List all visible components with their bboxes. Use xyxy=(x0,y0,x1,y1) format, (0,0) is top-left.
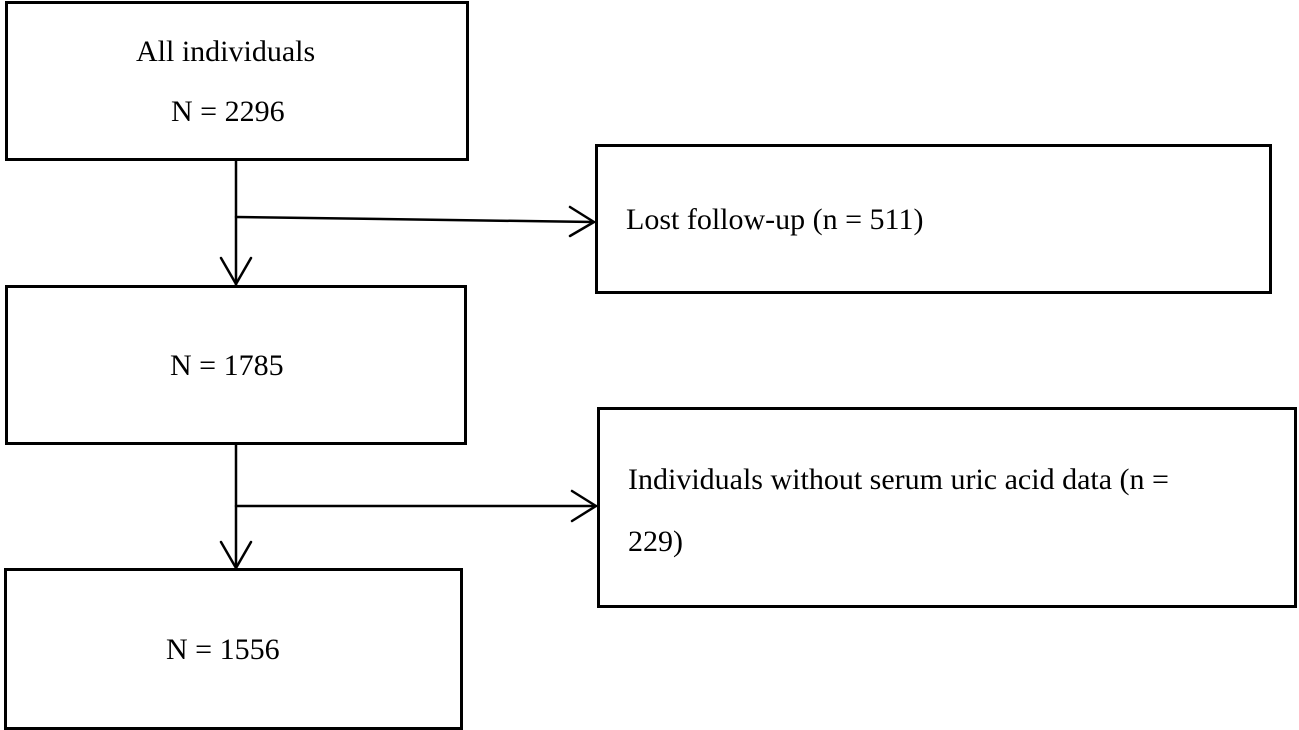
lost-follow-up-label: Lost follow-up (n = 511) xyxy=(626,203,924,236)
no-uric-acid-label-line1: Individuals without serum uric acid data… xyxy=(628,463,1169,496)
box-final xyxy=(4,568,463,730)
all-individuals-count: N = 2296 xyxy=(171,95,285,128)
box-no-uric-acid xyxy=(597,407,1297,608)
side-connector-1 xyxy=(234,215,596,224)
down-arrowhead-1 xyxy=(219,256,253,286)
after-loss-count: N = 1785 xyxy=(170,349,284,382)
box-after-loss xyxy=(5,285,467,445)
box-all-individuals xyxy=(5,1,469,161)
side-arrowhead-2 xyxy=(570,489,598,523)
no-uric-acid-label-line2: 229) xyxy=(628,525,683,558)
all-individuals-label: All individuals xyxy=(136,35,316,68)
side-arrowhead-1 xyxy=(568,205,596,238)
box-lost-follow-up xyxy=(595,144,1272,294)
final-count: N = 1556 xyxy=(166,633,280,666)
